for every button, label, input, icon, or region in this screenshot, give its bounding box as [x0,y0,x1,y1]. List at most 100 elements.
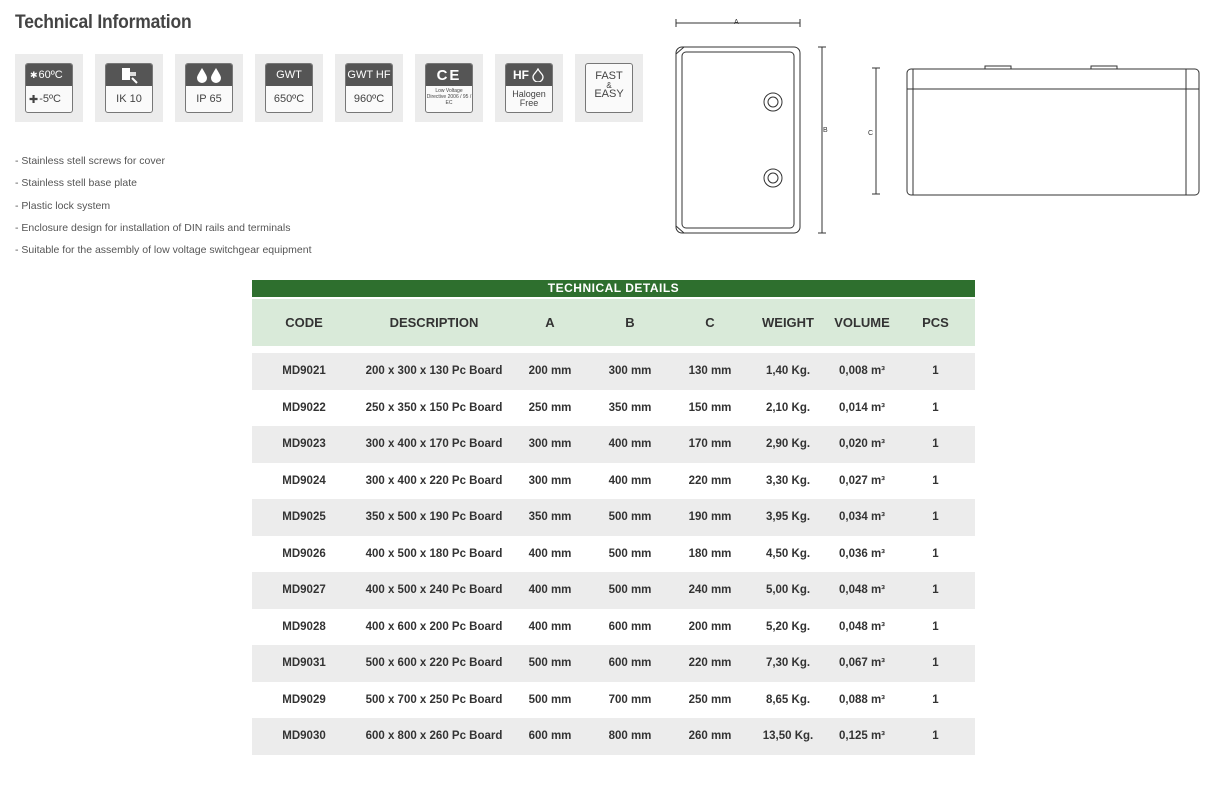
halogen-free-icon: HF Halogen Free [495,54,563,122]
cell-weight: 2,90 Kg. [765,438,811,451]
cell-weight: 4,50 Kg. [765,547,811,560]
cell-description: 300 x 400 x 170 Pc Board [365,438,503,451]
cell-weight: 2,10 Kg. [765,401,811,414]
ip65-icon: IP 65 [175,54,243,122]
feature-item: - Stainless stell screws for cover [15,155,165,167]
cell-c: 220 mm [688,657,732,670]
icon-top-label: CE [426,64,472,86]
feature-item: - Plastic lock system [15,199,111,212]
cell-pcs: 1 [932,547,939,560]
cell-a: 600 mm [528,730,572,743]
impact-ik10-icon: IK 10 [95,54,163,122]
cell-volume: 0,048 m³ [838,620,886,633]
cell-a: 300 mm [528,474,572,487]
cell-pcs: 1 [932,657,939,670]
cell-description: 200 x 300 x 130 Pc Board [365,365,503,378]
cell-volume: 0,036 m³ [838,547,886,560]
ce-icon: CE Low Voltage Directive 2006 / 95 / EC [415,54,483,122]
table-row: MD9026 400 x 500 x 180 Pc Board 400 mm 5… [252,536,975,573]
icon-bottom-label: 960ºC [353,93,385,105]
cell-volume: 0,014 m³ [838,401,886,414]
cell-pcs: 1 [932,401,939,414]
icon-top-label: GWT HF [346,64,392,86]
fast-easy-icon: FAST & EASY [575,54,643,122]
cell-weight: 8,65 Kg. [765,693,811,706]
cell-a: 300 mm [528,438,572,451]
column-header: VOLUME [834,315,890,330]
cell-description: 500 x 600 x 220 Pc Board [365,657,503,670]
cell-code: MD9022 [282,401,326,414]
column-header: PCS [922,315,949,330]
icon-top-label: GWT [266,64,312,86]
page-title: Technical Information [15,12,192,33]
column-header: A [545,315,555,330]
cell-c: 190 mm [688,511,732,524]
cell-pcs: 1 [932,365,939,378]
cell-description: 250 x 350 x 150 Pc Board [365,401,503,414]
icon-bottom-label: -5ºC [39,93,61,105]
cell-description: 500 x 700 x 250 Pc Board [365,693,503,706]
cell-weight: 5,20 Kg. [765,620,811,633]
icon-bottom-label: 650ºC [273,93,305,105]
gwt-hf-icon: GWT HF 960ºC [335,54,403,122]
cell-pcs: 1 [932,730,939,743]
cell-weight: 13,50 Kg. [762,730,814,743]
dimension-a-label: A [734,19,739,26]
cell-b: 600 mm [608,620,652,633]
icon-top-label: FAST [595,70,623,82]
cell-description: 600 x 800 x 260 Pc Board [365,730,503,743]
cell-volume: 0,088 m³ [838,693,886,706]
cell-volume: 0,008 m³ [838,365,886,378]
cell-b: 350 mm [608,401,652,414]
column-header: WEIGHT [762,315,814,330]
cell-weight: 1,40 Kg. [765,365,811,378]
cell-pcs: 1 [932,693,939,706]
cell-b: 400 mm [608,438,652,451]
icon-bottom-label: Halogen Free [512,89,546,108]
icon-mid-label: & [606,81,612,90]
cell-b: 500 mm [608,547,652,560]
hammer-icon [122,68,138,84]
cell-b: 300 mm [608,365,652,378]
cell-a: 350 mm [528,511,572,524]
cell-volume: 0,034 m³ [838,511,886,524]
cell-description: 400 x 500 x 180 Pc Board [365,547,503,560]
technical-details-table: TECHNICAL DETAILS CODE DESCRIPTION A B C… [252,280,975,755]
table-row: MD9029 500 x 700 x 250 Pc Board 500 mm 7… [252,682,975,719]
cell-c: 170 mm [688,438,732,451]
temperature-icon: ✱60ºC ✚-5ºC [15,54,83,122]
table-row: MD9021 200 x 300 x 130 Pc Board 200 mm 3… [252,353,975,390]
cell-c: 260 mm [688,730,732,743]
cell-a: 400 mm [528,620,572,633]
table-row: MD9024 300 x 400 x 220 Pc Board 300 mm 4… [252,463,975,500]
dimension-b-label: B [823,127,828,134]
table-row: MD9025 350 x 500 x 190 Pc Board 350 mm 5… [252,499,975,536]
cell-pcs: 1 [932,511,939,524]
cell-code: MD9023 [282,438,326,451]
feature-item: - Suitable for the assembly of low volta… [15,244,312,257]
cell-pcs: 1 [932,474,939,487]
cell-code: MD9027 [282,584,326,597]
cell-b: 700 mm [608,693,652,706]
cell-a: 400 mm [528,584,572,597]
dimension-c-label: C [868,130,873,137]
cell-c: 180 mm [688,547,732,560]
table-row: MD9023 300 x 400 x 170 Pc Board 300 mm 4… [252,426,975,463]
enclosure-technical-drawing: A B C [675,19,1200,234]
cell-b: 500 mm [608,511,652,524]
cell-weight: 3,95 Kg. [765,511,811,524]
cell-description: 400 x 500 x 240 Pc Board [365,584,503,597]
cell-code: MD9025 [282,511,326,524]
cell-code: MD9031 [282,657,326,670]
table-body: MD9021 200 x 300 x 130 Pc Board 200 mm 3… [252,353,975,755]
table-row: MD9030 600 x 800 x 260 Pc Board 600 mm 8… [252,718,975,755]
table-row: MD9028 400 x 600 x 200 Pc Board 400 mm 6… [252,609,975,646]
cell-b: 500 mm [608,584,652,597]
cell-b: 600 mm [608,657,652,670]
cell-code: MD9028 [282,620,326,633]
cell-pcs: 1 [932,620,939,633]
cell-c: 130 mm [688,365,732,378]
cell-code: MD9029 [282,693,326,706]
cell-a: 500 mm [528,693,572,706]
feature-list: - Stainless stell screws for cover - Sta… [15,150,312,261]
